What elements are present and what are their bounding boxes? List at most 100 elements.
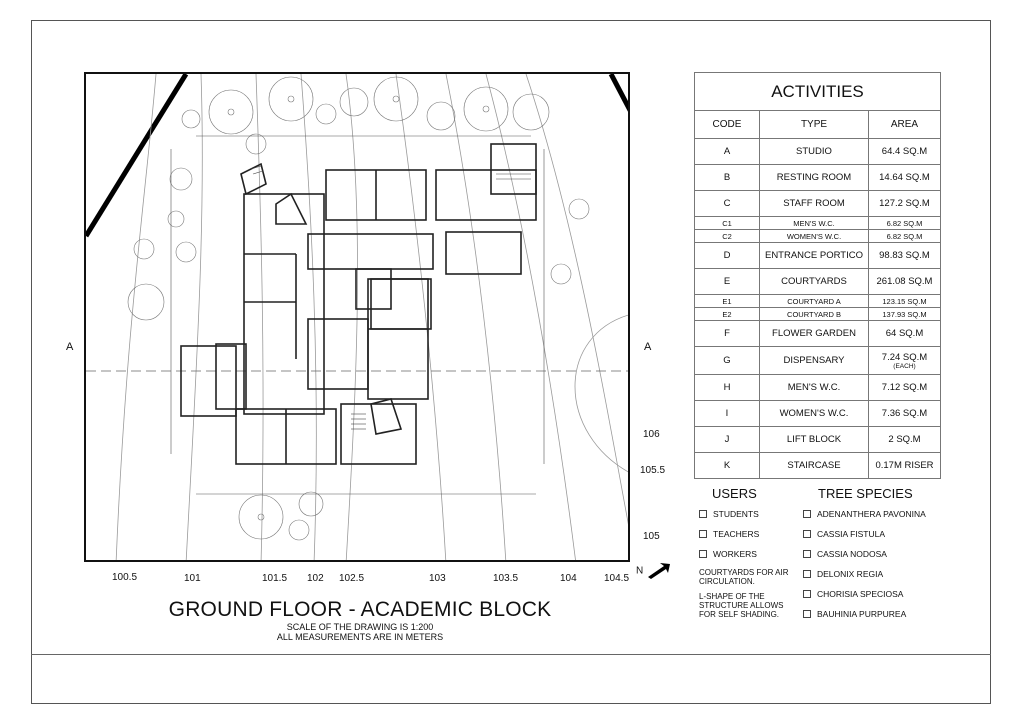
row-type: WOMEN'S W.C. [759,229,869,243]
tree [339,87,369,117]
drawing-title: GROUND FLOOR - ACADEMIC BLOCK [168,598,552,621]
legend-checkbox [803,550,811,558]
north-arrow: N [636,563,672,579]
row-area: 261.08 SQ.M [868,268,941,295]
legend-label: BAUHINIA PURPUREA [817,609,907,619]
row-code: E [694,268,760,295]
wc-block [490,143,537,195]
row-area: 0.17M RISER [868,452,941,479]
row-area: 64 SQ.M [868,320,941,347]
row-code: C1 [694,216,760,230]
dispensary [180,345,237,417]
tree-species-item: CASSIA FISTULA [803,529,885,539]
row-type: COURTYARD B [759,307,869,321]
design-note-courtyards: COURTYARDS FOR AIR CIRCULATION. [699,568,789,586]
tree [463,86,509,132]
building-walls [180,143,537,465]
row-code: B [694,164,760,191]
staff-room [370,278,432,330]
tree [208,89,254,135]
users-item-workers: WORKERS [699,549,757,559]
courtyard-a [307,233,434,270]
row-type: LIFT BLOCK [759,426,869,453]
row-type: MEN'S W.C. [759,374,869,401]
scale-note: SCALE OF THE DRAWING IS 1:200 [286,622,434,632]
row-area: 127.2 SQ.M [868,190,941,217]
section-marker-right: A [644,341,652,353]
west-wing [243,193,325,415]
row-type: DISPENSARY [759,346,869,375]
flower-garden [370,398,403,435]
contour-label: 102.5 [339,573,365,584]
contour-line [185,74,203,560]
courtyard-b [307,318,369,390]
contour-label: 101 [184,573,201,584]
tree [167,210,185,228]
column-header-code: CODE [694,110,760,139]
trees [127,76,590,541]
contour-line [300,74,317,560]
activities-heading: ACTIVITIES [694,72,941,111]
legend-checkbox [803,570,811,578]
contour-label: 104.5 [604,573,630,584]
row-area: 6.82 SQ.M [868,229,941,243]
row-code: D [694,242,760,269]
contour-lines [115,74,628,560]
tree-species-item: CASSIA NODOSA [803,549,887,559]
floor-plan-drawing [86,74,628,560]
staircase-block [340,403,417,465]
row-type: FLOWER GARDEN [759,320,869,347]
contour-label: 103 [429,573,446,584]
row-code: E2 [694,307,760,321]
legend-checkbox [803,530,811,538]
row-area: 14.64 SQ.M [868,164,941,191]
flower-garden [275,192,308,225]
tree-species-item: DELONIX REGIA [803,569,883,579]
row-code: E1 [694,294,760,308]
entrance-portico [445,231,522,275]
tree [268,76,314,122]
lift-block [215,343,247,410]
row-area: 7.24 SQ.M(EACH) [868,346,941,375]
legend-label: CASSIA NODOSA [817,549,887,559]
tree [133,238,155,260]
legend-label: DELONIX REGIA [817,569,884,579]
row-area: 98.83 SQ.M [868,242,941,269]
contour-line [255,74,264,560]
tree [181,109,201,129]
tree [512,93,550,131]
contour-label: 104 [560,573,577,584]
contour-line [345,74,358,560]
tree [245,133,267,155]
north-arrow-icon [648,563,671,579]
contour-label: 100.5 [112,572,138,583]
legend-label: STUDENTS [713,509,759,519]
row-area: 7.36 SQ.M [868,400,941,427]
row-area: 123.15 SQ.M [868,294,941,308]
stair-lobby [240,162,267,196]
tree-species-item: BAUHINIA PURPUREA [803,609,906,619]
title-strip-divider [31,654,991,655]
contour-label: 105.5 [640,465,666,476]
contour-line [115,74,157,560]
legend-checkbox [803,510,811,518]
row-code: C2 [694,229,760,243]
contour-label: 105 [643,531,660,542]
tree [568,198,590,220]
hatching [250,165,531,430]
classroom [367,278,429,400]
tree [373,76,419,122]
tree-species-item: ADENANTHERA PAVONINA [803,509,926,519]
row-code: F [694,320,760,347]
contour-label: 101.5 [262,573,288,584]
legend-checkbox [699,510,707,518]
tree [288,519,310,541]
